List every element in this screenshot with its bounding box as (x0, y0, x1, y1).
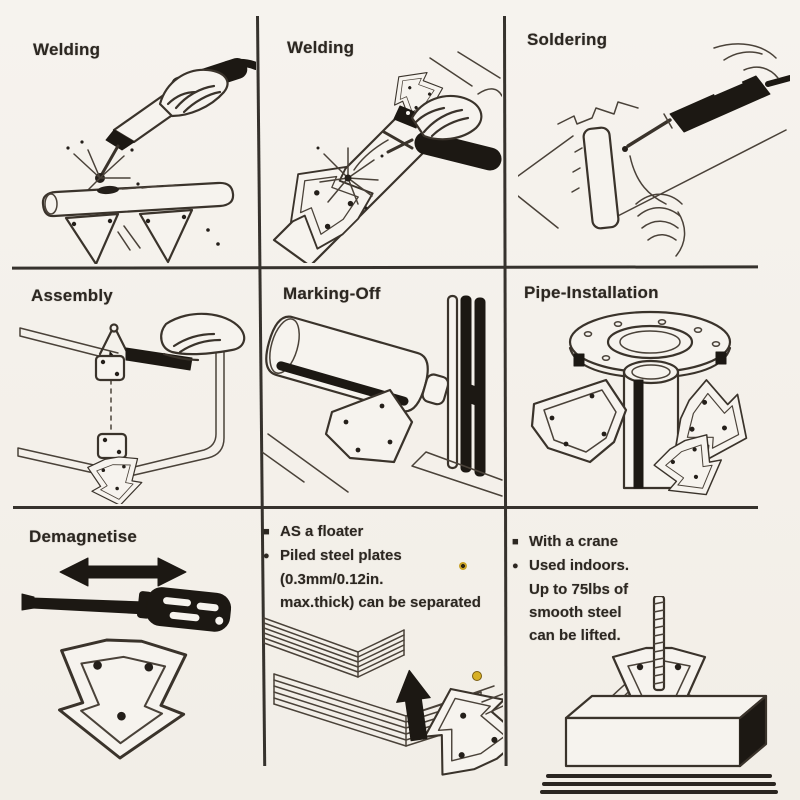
crane-lifting-steel-illustration (540, 596, 778, 794)
tool-handle-icon (125, 347, 193, 371)
grid-horizontal-line-2 (13, 506, 758, 509)
base-plate-icon (411, 451, 503, 497)
sparks-icon (73, 149, 131, 201)
bullet-line: ■With a crane (512, 533, 619, 550)
assembly-panels-illustration (17, 312, 246, 504)
welding-electrode-plate-illustration (269, 51, 502, 263)
screwdriver-shaft-icon (31, 597, 147, 615)
magnet-block-icon (94, 354, 126, 382)
marking-off-scribe-illustration (262, 294, 503, 497)
magnet-holder-icon (530, 378, 628, 464)
arm-sketch-icon (429, 51, 502, 97)
cell-label-welding-1: Welding (33, 40, 101, 59)
screwdriver-handle-icon (137, 587, 232, 632)
bullet-line: ●Used indoors. Up to 75lbs of smooth ste… (512, 557, 630, 644)
soldering-iron-corner-illustration (518, 43, 790, 257)
steel-pipe-icon (41, 181, 235, 218)
cell-label-marking-off: Marking-Off (283, 284, 381, 303)
floater-bullet-text: ■AS a floater ●Piled steel plates (0.3mm… (263, 520, 481, 614)
hand-icon (410, 94, 483, 141)
bent-sheet-icon (557, 101, 639, 125)
rail-icon (481, 693, 503, 715)
up-arrow-icon (396, 669, 431, 742)
solder-wire-icon (629, 155, 667, 205)
column-bar-icon (460, 295, 472, 473)
piled-plates-separation-illustration (263, 617, 503, 784)
magnet-support-icon (64, 212, 120, 264)
cell-label-welding-2: Welding (287, 38, 355, 57)
bullet-line: ●Piled steel plates (0.3mm/0.12in. max.t… (263, 547, 481, 611)
plate-stack-icon (263, 617, 405, 678)
soldering-iron-shaft-icon (626, 118, 672, 148)
double-arrow-icon (59, 557, 187, 587)
cell-label-demagnetise: Demagnetise (29, 527, 138, 546)
magnet-support-icon (138, 208, 194, 264)
column-bar-icon (474, 297, 486, 477)
steel-plate-icon (582, 126, 620, 230)
welding-torch-pipe-illustration (41, 57, 256, 264)
magnet-block-icon (96, 432, 128, 460)
crane-bullet-text: ■With a crane ●Used indoors. Up to 75lbs… (512, 530, 629, 647)
frame-panel-icon (129, 331, 225, 477)
soldering-iron-handle-icon (669, 75, 771, 133)
grid-horizontal-line-1 (11, 265, 759, 270)
cell-label-assembly: Assembly (31, 286, 113, 305)
hand-icon (635, 193, 683, 241)
pin-artifact-icon (472, 671, 482, 681)
scan-speck (459, 562, 467, 570)
electrode-holder-icon (414, 131, 502, 171)
column-bar-icon (446, 294, 459, 470)
base-plates-icon (540, 774, 778, 794)
magnet-holder-icon (56, 636, 188, 762)
bullet-line: ■AS a floater (263, 523, 364, 540)
hand-icon (713, 43, 779, 79)
spark-star-icon (319, 147, 379, 205)
cell-label-pipe-installation: Pipe-Installation (524, 283, 659, 302)
screwdriver-demagnetise-illustration (21, 557, 232, 762)
pipe-flange-magnets-illustration (530, 310, 763, 504)
magnet-holder-icon (86, 453, 146, 504)
steel-block-icon (564, 694, 768, 720)
cell-label-soldering: Soldering (527, 30, 608, 49)
